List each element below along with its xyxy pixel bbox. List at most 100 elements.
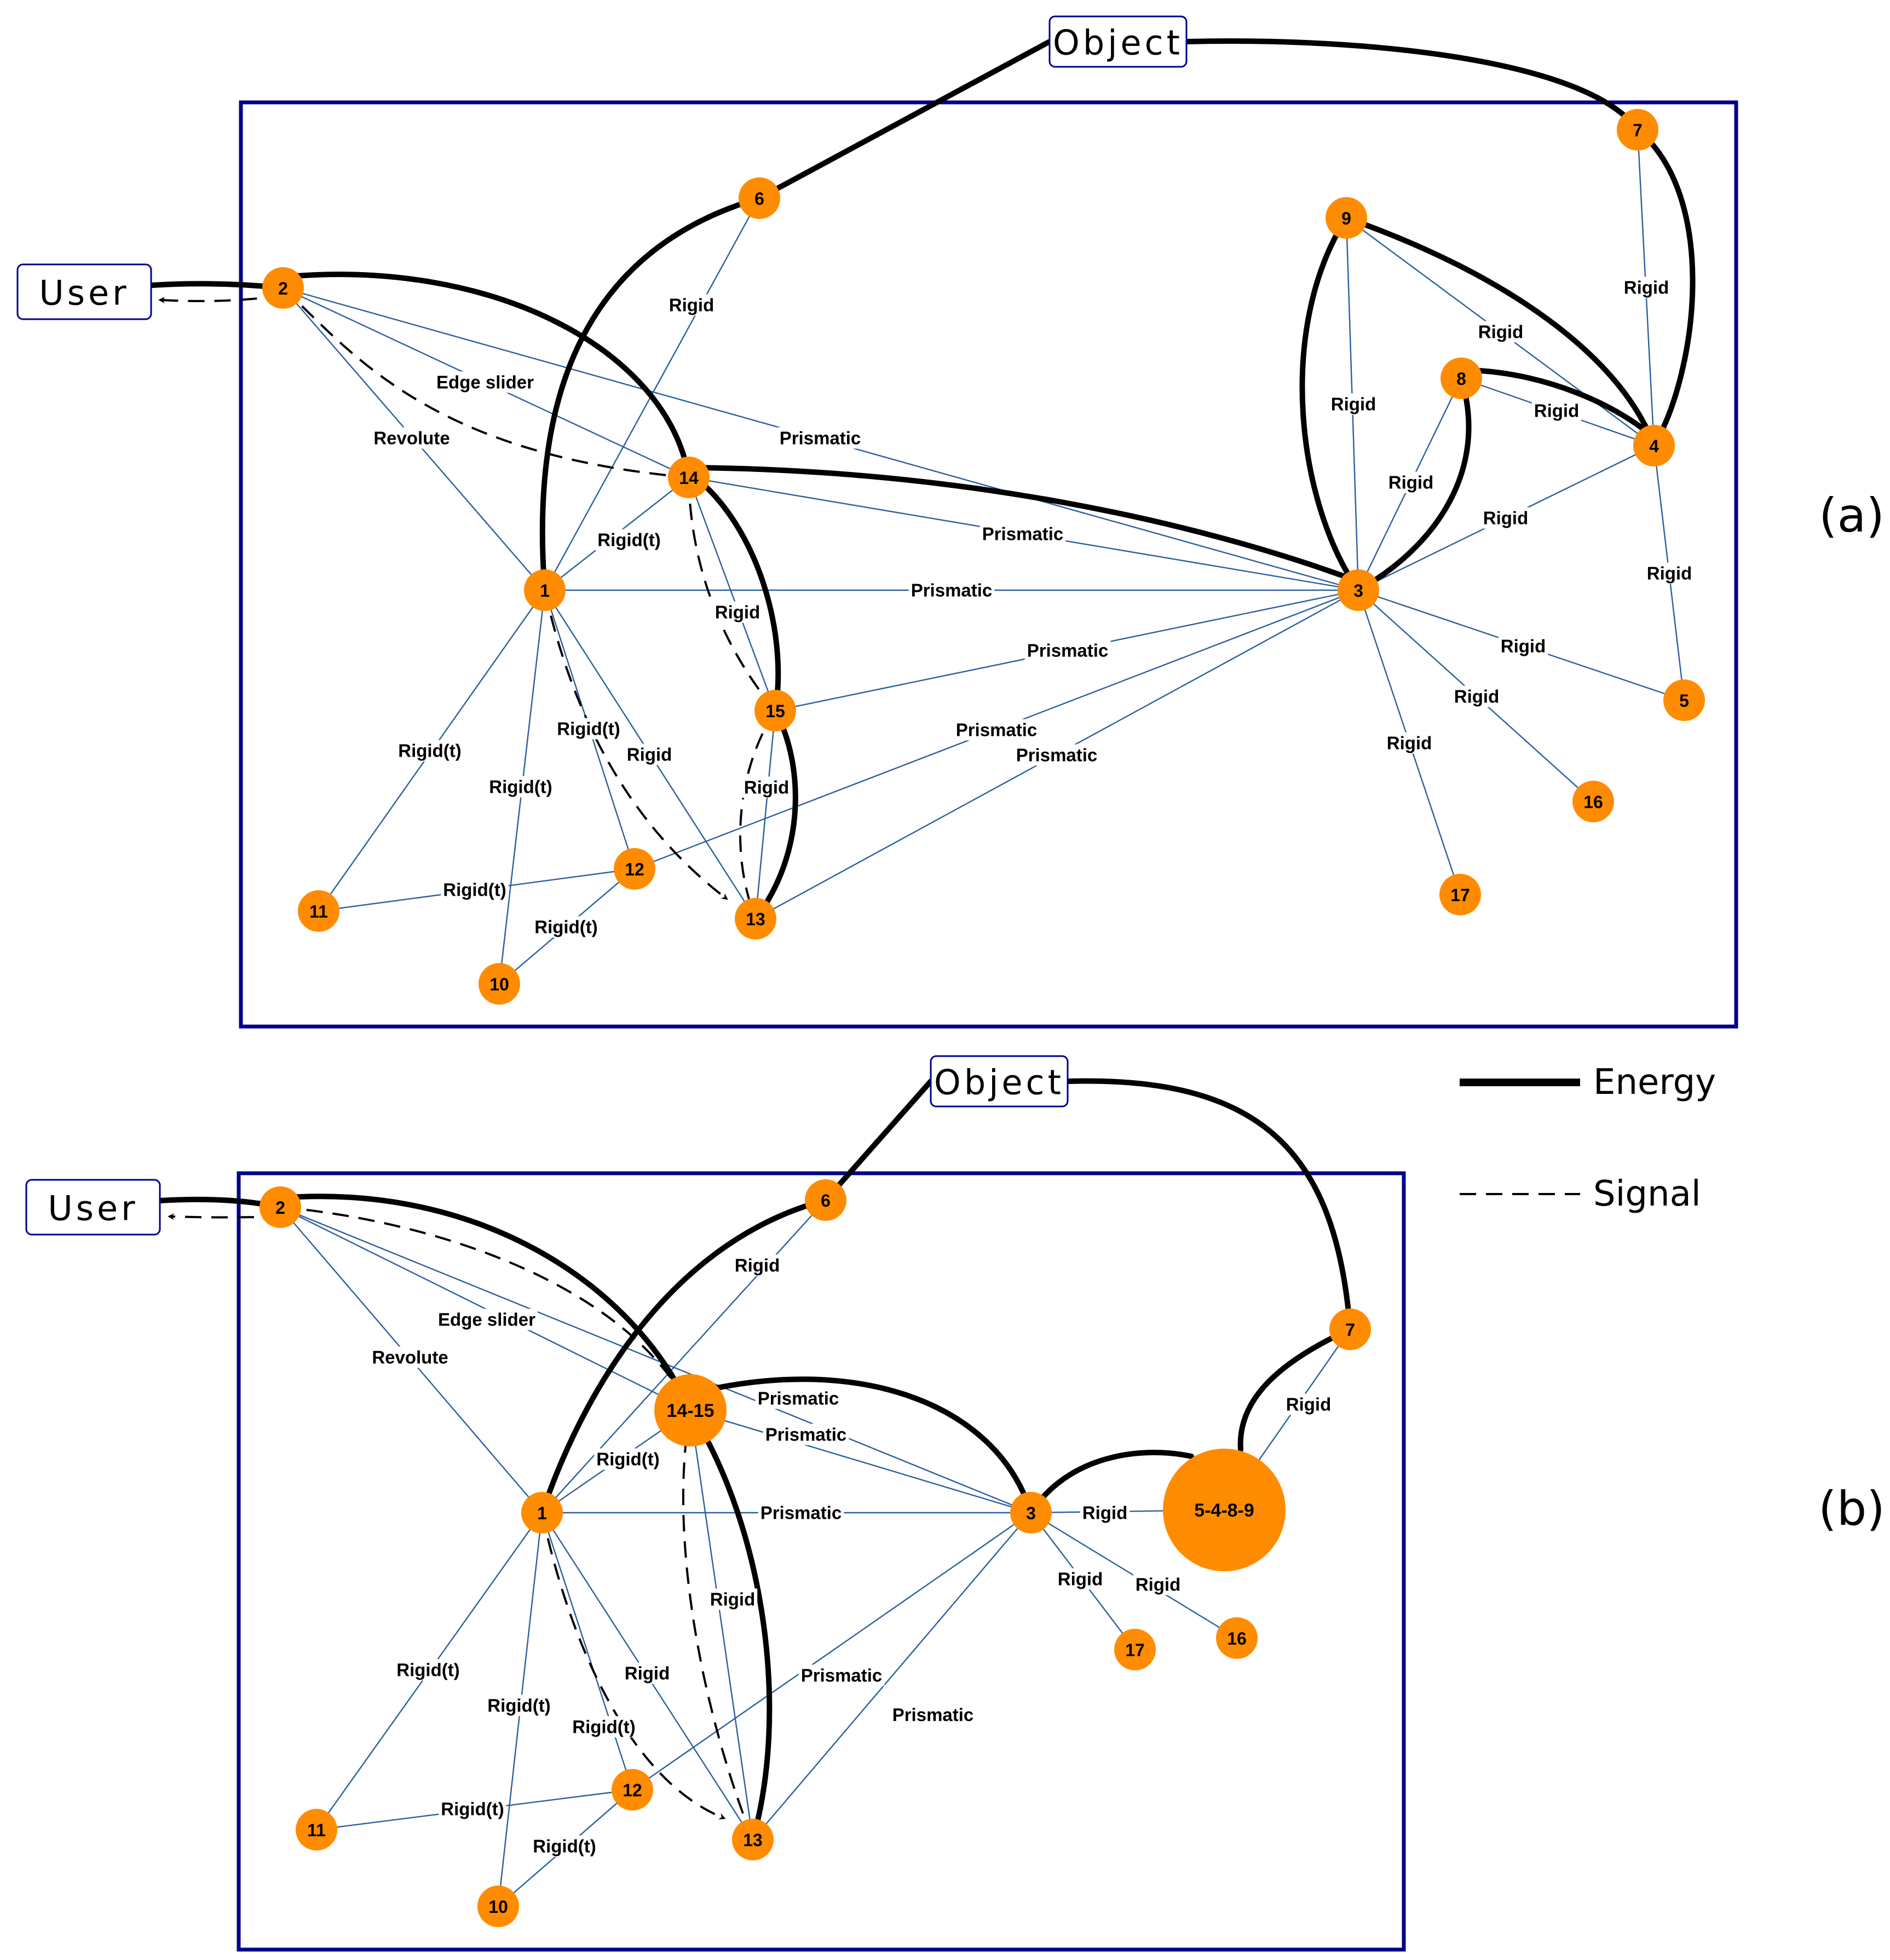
panel-b-node-label-14-15: 14-15 [667, 1400, 714, 1421]
panel-a-node-circle-11 [298, 890, 339, 932]
panel-b-joint-label-14-15-1: Rigid(t) [596, 1449, 659, 1469]
panel-a-joint-label-bg-12-10 [532, 916, 600, 938]
panel-a-object-box: Object [1048, 15, 1188, 68]
panel-a-energy-flow-9-4 [1344, 215, 1657, 448]
panel-b-object-box-frame [930, 1055, 1069, 1108]
panel-a-joint-label-group-8-3: Rigid [1386, 471, 1436, 493]
panel-a-node-label-13: 13 [746, 909, 765, 929]
panel-a-joint-label-bg-3-5 [1498, 635, 1548, 657]
panel-a-joint-label-group-9-3: Rigid [1328, 393, 1379, 415]
panel-a-node-3: 3 [1338, 569, 1379, 611]
panel-b-joint-label-group-1-10: Rigid(t) [485, 1694, 553, 1716]
panel-b-node-label-3: 3 [1026, 1503, 1036, 1523]
panel-a-joint-label-1-3: Prismatic [911, 580, 993, 601]
panel-b-node-1: 1 [521, 1492, 563, 1534]
panel-b-node-16: 16 [1216, 1617, 1258, 1659]
panel-a-joint-label-bg-2-1 [371, 427, 452, 449]
panel-b-joint-label-group-1-12: Rigid(t) [570, 1716, 638, 1738]
panel-a-node-circle-17 [1439, 874, 1481, 915]
panel-a-joint-label-13-3: Prismatic [1016, 745, 1098, 765]
panel-a-node-label-1: 1 [540, 581, 550, 601]
panel-a-user-box-label: User [39, 273, 129, 313]
panel-a-node-14: 14 [668, 457, 710, 498]
panel-a-node-4: 4 [1633, 425, 1675, 466]
panel-a-joint-edge-14-15 [688, 477, 776, 711]
panel-a-joint-label-7-4: Rigid [1624, 278, 1669, 298]
panel-a-joint-label-group-6-1: Rigid [666, 294, 717, 316]
panel-b-joint-label-group-3-16: Rigid [1133, 1573, 1183, 1595]
panel-b-joint-label-14-15-3: Prismatic [765, 1425, 847, 1445]
panel-b-joint-label-group-14-15-3: Prismatic [763, 1423, 849, 1445]
panel-b-node-13: 13 [732, 1819, 774, 1860]
panel-b-node-label-16: 16 [1227, 1629, 1247, 1648]
panel-a-joint-label-group-1-10: Rigid(t) [487, 776, 555, 798]
panel-b-node-2: 2 [260, 1186, 301, 1228]
panel-b-joint-label-3-5-4-8-9: Rigid [1082, 1503, 1127, 1523]
panel-a-joint-label-group-1-11: Rigid(t) [396, 740, 464, 762]
panel-a-joint-label-group-8-4: Rigid [1531, 400, 1582, 422]
panel-a-energy-flow-9-3 [1299, 215, 1361, 593]
panel-a-joint-label-15-13: Rigid [744, 777, 789, 798]
panel-a-joint-label-12-3: Prismatic [956, 720, 1038, 740]
panel-a-joint-label-3-16: Rigid [1454, 687, 1499, 707]
panel-a-node-label-3: 3 [1353, 581, 1363, 601]
panel-b-joint-label-bg-2-14-15 [436, 1308, 538, 1330]
panel-b-node-circle-14-15 [654, 1374, 727, 1446]
panel-b-joint-label-12-3: Prismatic [801, 1665, 883, 1686]
panel-a-energy-flow-object-7 [1184, 38, 1640, 132]
legend: Energy Signal [1460, 1062, 1716, 1214]
panel-a-joint-label-bg-15-3 [1024, 639, 1111, 661]
panel-a-node-2: 2 [262, 267, 304, 309]
panel-a-joint-label-bg-9-4 [1476, 321, 1526, 343]
panel-a-node-label-8: 8 [1456, 369, 1466, 389]
panel-a-joint-label-group-4-5: Rigid [1644, 562, 1695, 584]
panel-b-joint-label-bg-3-17 [1055, 1568, 1105, 1590]
panel-a-node-circle-14 [668, 457, 710, 498]
panel-a-node-label-10: 10 [489, 975, 509, 994]
panel-b-node-11: 11 [296, 1809, 337, 1851]
panel-b-joint-label-group-2-14-15: Edge slider [436, 1308, 538, 1330]
panel-a-node-16: 16 [1572, 781, 1614, 822]
panel-a-joint-label-3-17: Rigid [1387, 733, 1432, 753]
panel-b-joint-label-bg-12-3 [798, 1664, 885, 1686]
panel-b-node-circle-12 [612, 1769, 653, 1811]
panel-a-user-box: User [16, 263, 152, 320]
panel-b-joint-label-bg-14-15-13 [707, 1588, 758, 1610]
panel-b-joint-label-1-13: Rigid [625, 1663, 670, 1684]
panel-a-node-12: 12 [614, 848, 655, 890]
panel-a-joint-label-2-3: Prismatic [780, 428, 861, 448]
legend-signal-label: Signal [1593, 1174, 1701, 1214]
panel-a-joint-label-bg-2-3 [777, 427, 863, 449]
panel-a-node-13: 13 [735, 898, 776, 939]
panel-b-joint-label-group-2-1: Revolute [370, 1346, 451, 1368]
panel-b-node-circle-2 [260, 1186, 301, 1228]
panel-b-joint-label-14-15-13: Rigid [710, 1589, 755, 1610]
panel-b-node-label-11: 11 [307, 1820, 326, 1840]
panel-b-node-label-12: 12 [623, 1780, 642, 1800]
panel-b-joint-label-1-12: Rigid(t) [572, 1717, 635, 1737]
panel-a-joint-label-9-3: Rigid [1331, 394, 1376, 414]
panel-a-energy-flow-object-6 [757, 39, 1052, 201]
panel-a-joint-label-1-11: Rigid(t) [398, 741, 461, 761]
panel-a-node-label-16: 16 [1583, 792, 1603, 812]
panel-b-signal-flow-1-13 [541, 1512, 726, 1820]
panel-b-joint-label-bg-3-5-4-8-9 [1080, 1502, 1130, 1524]
panel-a-joint-label-group-12-3: Prismatic [953, 719, 1040, 741]
panel-a-node-label-12: 12 [625, 860, 644, 879]
panel-a-node-label-5: 5 [1679, 691, 1689, 711]
panel-b-energy-flow-14-15-13 [688, 1408, 773, 1842]
panel-b-joint-label-2-1: Revolute [372, 1347, 448, 1368]
panel-b-joint-label-group-2-3: Prismatic [755, 1387, 842, 1409]
panel-a-joint-label-11-12: Rigid(t) [443, 880, 506, 900]
panel-a-joint-label-bg-1-3 [908, 579, 995, 601]
panel-b-joint-label-bg-3-16 [1133, 1573, 1183, 1595]
panel-a-joint-label-group-3-5: Rigid [1498, 635, 1548, 657]
panel-a-joint-label-group-14-3: Prismatic [979, 523, 1066, 545]
panel-b-node-label-6: 6 [821, 1191, 831, 1210]
panel-b-node-circle-1 [521, 1492, 563, 1534]
panel-a-node-circle-15 [754, 690, 796, 731]
panel-b-node-circle-11 [296, 1809, 337, 1851]
panel-a-node-label-2: 2 [278, 279, 288, 298]
panel-b-energy-flow-2-14-15 [278, 1194, 693, 1413]
panel-a-joint-label-1-10: Rigid(t) [489, 777, 552, 797]
